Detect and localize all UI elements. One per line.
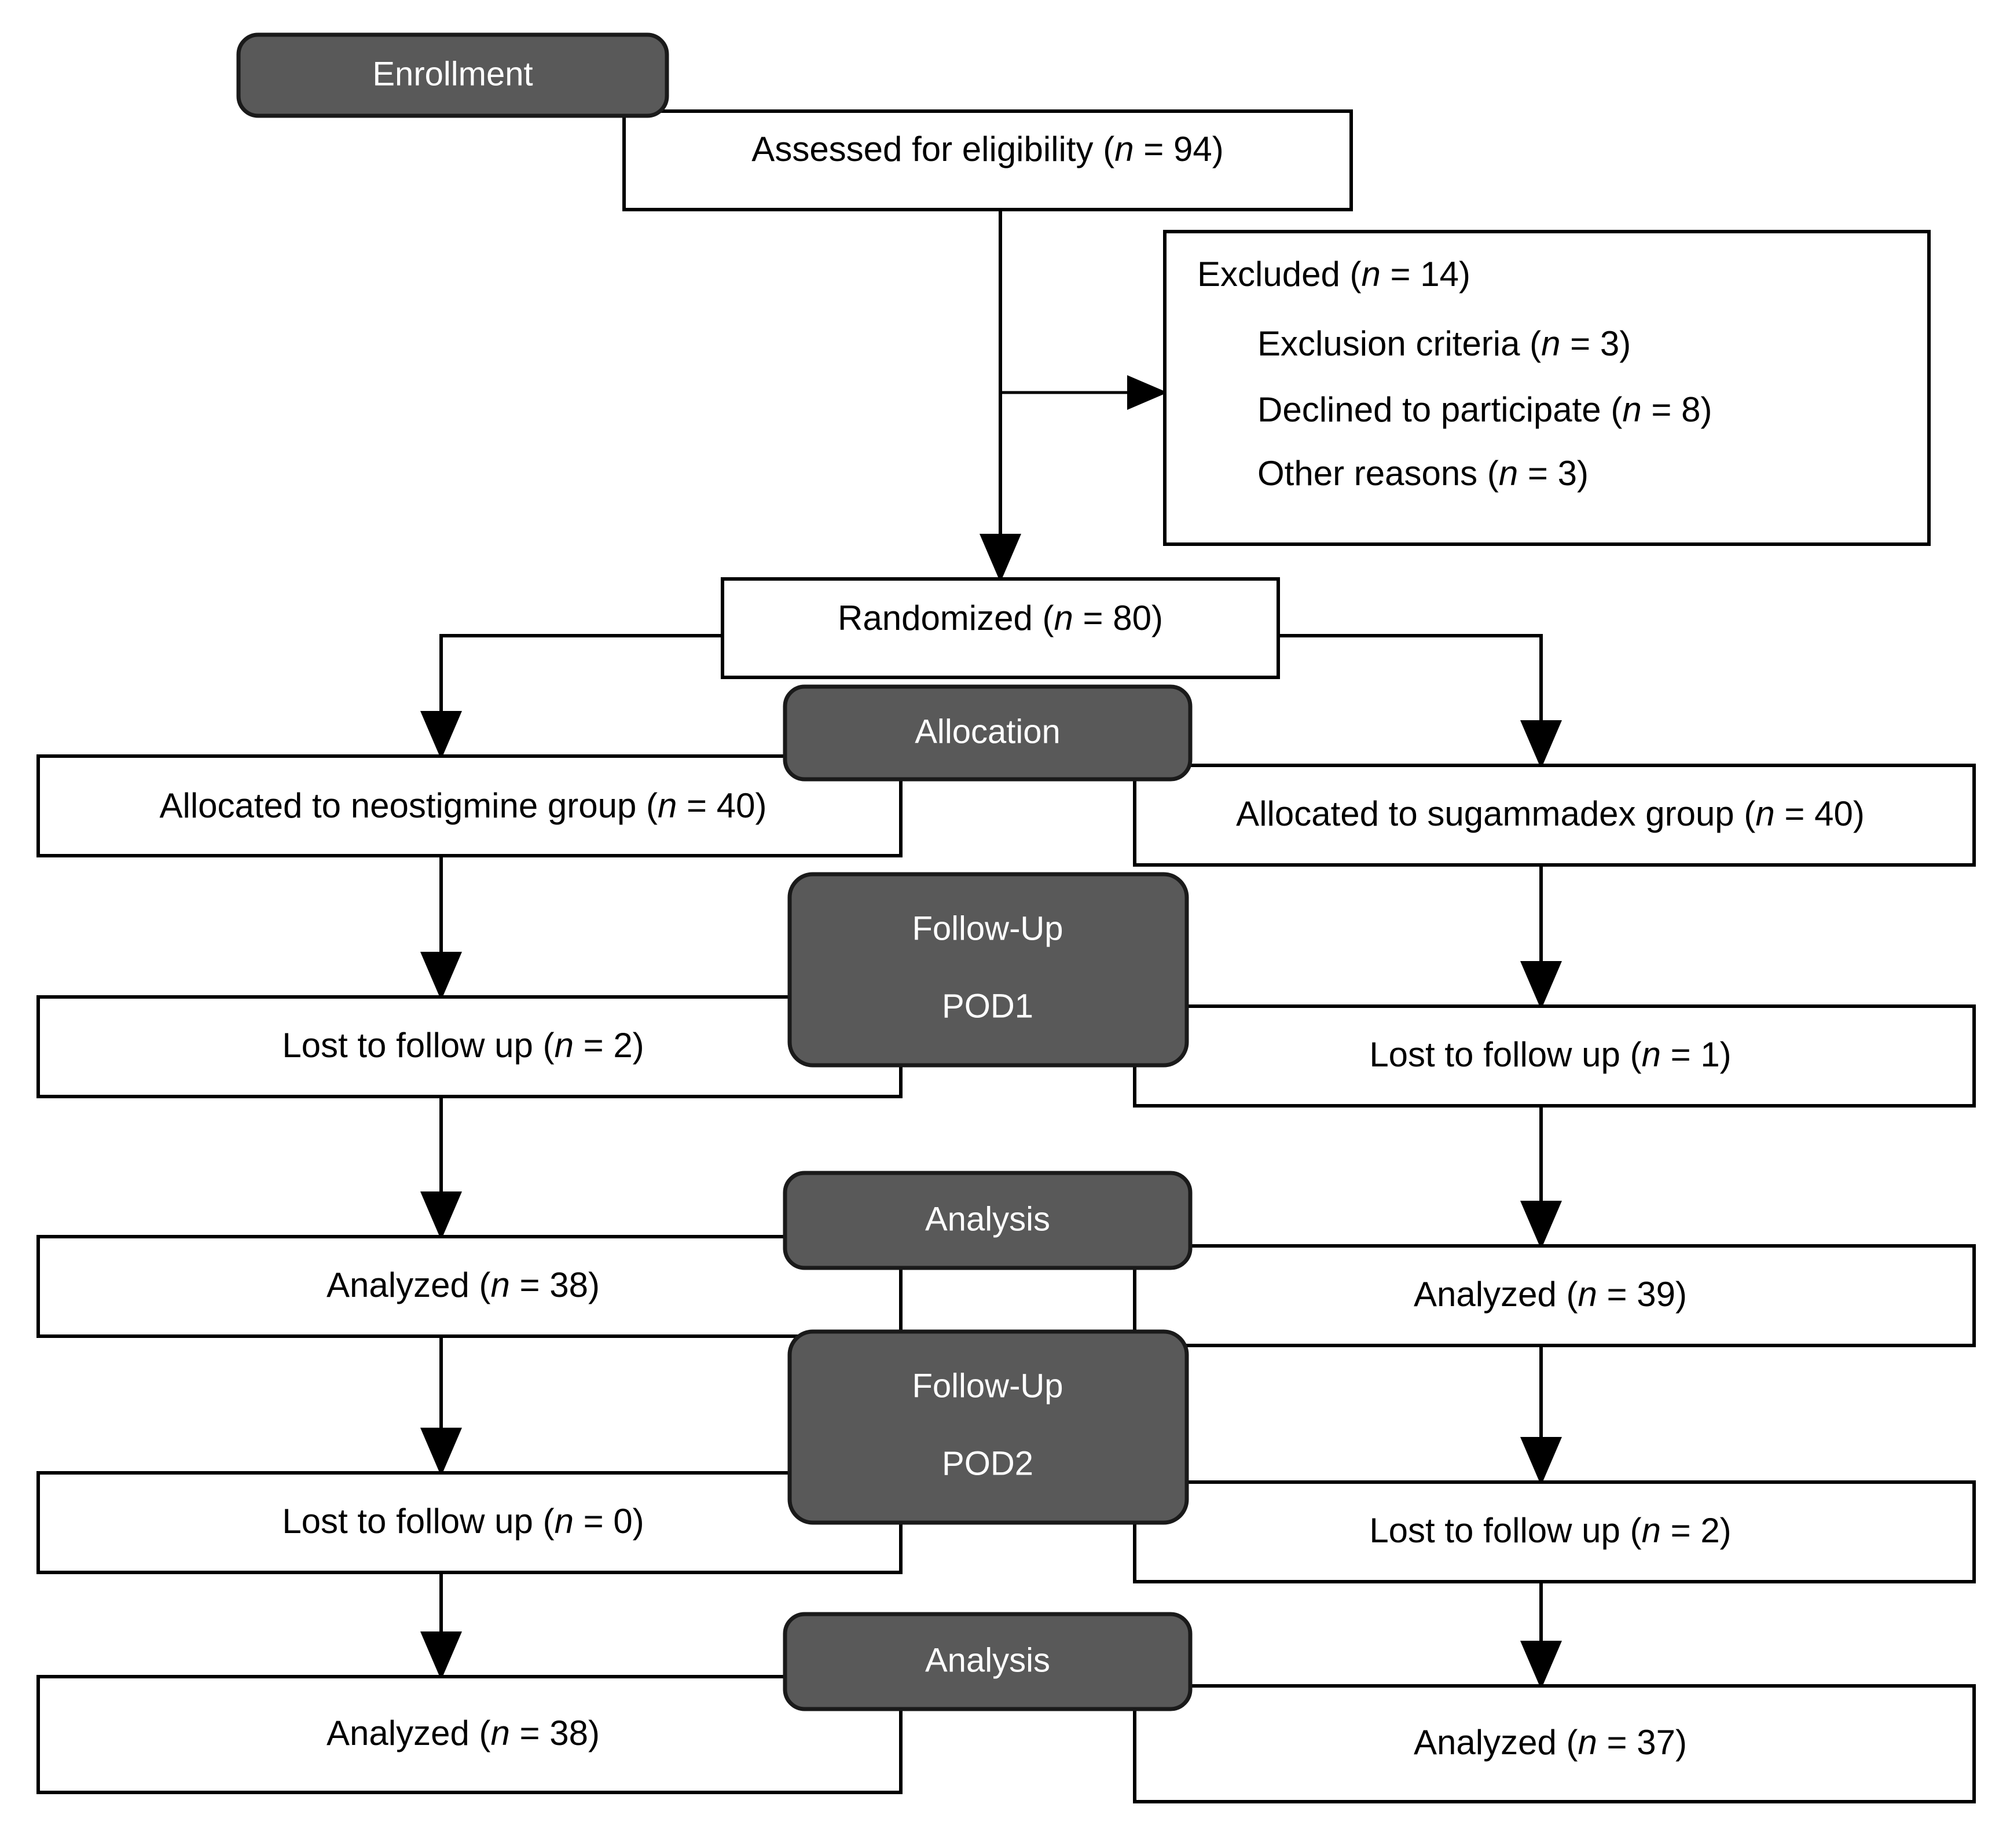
analyzed2-right-label-prefix: Analyzed ( — [1414, 1723, 1578, 1762]
node-lost-followup-pod1-sugammadex[interactable]: Lost to follow up (n = 1) — [1133, 1004, 1976, 1108]
lost1-left-label-prefix: Lost to follow up ( — [282, 1026, 554, 1065]
stage-analysis-2-label: Analysis — [925, 1641, 1050, 1679]
node-analyzed-pod1-sugammadex[interactable]: Analyzed (n = 39) — [1133, 1244, 1976, 1347]
lost1-right-n-symbol: n — [1642, 1035, 1661, 1074]
stage-analysis-1-label: Analysis — [925, 1200, 1050, 1238]
stage-enrollment-label: Enrollment — [372, 55, 533, 93]
lost1-right-label-suffix: = 1) — [1661, 1035, 1732, 1074]
randomized-n-symbol: n — [1054, 599, 1073, 637]
stage-band-followup-pod1: Follow-Up POD1 — [787, 872, 1189, 1068]
connector-randomized-to-right-arm — [1278, 634, 1562, 769]
node-lost-followup-pod1-neostigmine[interactable]: Lost to follow up (n = 2) — [36, 995, 903, 1098]
svg-text:Analyzed (n = 38): Analyzed (n = 38) — [327, 1714, 600, 1752]
analyzed1-left-label-prefix: Analyzed ( — [327, 1266, 490, 1304]
alloc-right-label-suffix: = 40) — [1775, 794, 1865, 833]
node-allocated-sugammadex[interactable]: Allocated to sugammadex group (n = 40) — [1133, 764, 1976, 867]
alloc-right-n-symbol: n — [1755, 794, 1774, 833]
stage-band-allocation: Allocation — [783, 684, 1193, 782]
svg-text:Analyzed (n = 39): Analyzed (n = 39) — [1414, 1275, 1687, 1314]
node-excluded[interactable]: Excluded (n = 14) Exclusion criteria (n … — [1163, 230, 1931, 546]
svg-text:Lost to follow up (n = 1): Lost to follow up (n = 1) — [1369, 1035, 1731, 1074]
svg-text:Assessed for eligibility (n =: Assessed for eligibility (n = 94) — [751, 130, 1223, 168]
analyzed1-right-label-suffix: = 39) — [1597, 1275, 1687, 1314]
svg-text:Allocated to neostigmine group: Allocated to neostigmine group (n = 40) — [160, 786, 767, 825]
analyzed2-left-n-symbol: n — [491, 1714, 510, 1752]
svg-text:Excluded (n = 14): Excluded (n = 14) — [1197, 255, 1470, 294]
assessed-label-suffix: = 94) — [1134, 130, 1224, 168]
node-analyzed-pod2-neostigmine[interactable]: Analyzed (n = 38) — [36, 1675, 903, 1794]
svg-text:Lost to follow up (n = 2): Lost to follow up (n = 2) — [1369, 1511, 1731, 1550]
lost2-right-label-suffix: = 2) — [1661, 1511, 1732, 1550]
svg-text:Analyzed (n = 38): Analyzed (n = 38) — [327, 1266, 600, 1304]
stage-allocation-label: Allocation — [915, 713, 1060, 750]
alloc-right-label-prefix: Allocated to sugammadex group ( — [1236, 794, 1755, 833]
analyzed1-right-n-symbol: n — [1578, 1275, 1597, 1314]
analyzed1-left-label-suffix: = 38) — [510, 1266, 600, 1304]
stage-followup-pod1-line1: Follow-Up — [912, 910, 1063, 947]
analyzed1-left-n-symbol: n — [491, 1266, 510, 1304]
stage-band-followup-pod2: Follow-Up POD2 — [787, 1329, 1189, 1525]
svg-text:Lost to follow up (n = 0): Lost to follow up (n = 0) — [282, 1502, 644, 1541]
node-allocated-neostigmine[interactable]: Allocated to neostigmine group (n = 40) — [36, 754, 903, 857]
analyzed2-right-label-suffix: = 37) — [1597, 1723, 1687, 1762]
node-lost-followup-pod2-sugammadex[interactable]: Lost to follow up (n = 2) — [1133, 1480, 1976, 1583]
excluded-n-symbol: n — [1361, 255, 1380, 294]
analyzed1-right-label-prefix: Analyzed ( — [1414, 1275, 1578, 1314]
analyzed2-left-label-prefix: Analyzed ( — [327, 1714, 490, 1752]
svg-text:Randomized (n = 80): Randomized (n = 80) — [838, 599, 1163, 637]
lost2-left-label-prefix: Lost to follow up ( — [282, 1502, 554, 1541]
svg-text:Analyzed (n = 37): Analyzed (n = 37) — [1414, 1723, 1687, 1762]
excluded-reason-2: Other reasons (n = 3) — [1257, 454, 1589, 493]
excluded-reason-1: Declined to participate (n = 8) — [1257, 390, 1712, 429]
analyzed2-right-n-symbol: n — [1578, 1723, 1597, 1762]
node-lost-followup-pod2-neostigmine[interactable]: Lost to follow up (n = 0) — [36, 1471, 903, 1574]
connector-randomized-to-left-arm — [420, 634, 722, 760]
lost1-left-n-symbol: n — [555, 1026, 574, 1065]
lost2-left-label-suffix: = 0) — [574, 1502, 644, 1541]
excluded-reason-0: Exclusion criteria (n = 3) — [1257, 324, 1631, 363]
alloc-left-n-symbol: n — [658, 786, 677, 825]
alloc-left-label-prefix: Allocated to neostigmine group ( — [160, 786, 658, 825]
stage-band-enrollment: Enrollment — [236, 32, 669, 118]
node-assessed-for-eligibility[interactable]: Assessed for eligibility (n = 94) — [622, 109, 1353, 211]
assessed-n-symbol: n — [1114, 130, 1134, 168]
lost2-right-label-prefix: Lost to follow up ( — [1369, 1511, 1641, 1550]
node-randomized[interactable]: Randomized (n = 80) — [721, 577, 1280, 679]
alloc-left-label-suffix: = 40) — [677, 786, 766, 825]
lost1-right-label-prefix: Lost to follow up ( — [1369, 1035, 1641, 1074]
stage-followup-pod1-line2: POD1 — [942, 987, 1033, 1025]
stage-followup-pod2-line2: POD2 — [942, 1444, 1033, 1482]
svg-text:Allocated to sugammadex group: Allocated to sugammadex group (n = 40) — [1236, 794, 1865, 833]
lost2-right-n-symbol: n — [1642, 1511, 1661, 1550]
stage-followup-pod2-line1: Follow-Up — [912, 1367, 1063, 1405]
excluded-heading-suffix: = 14) — [1381, 255, 1470, 294]
lost2-left-n-symbol: n — [555, 1502, 574, 1541]
excluded-heading-prefix: Excluded ( — [1197, 255, 1361, 294]
stage-band-analysis-1: Analysis — [783, 1171, 1193, 1270]
lost1-left-label-suffix: = 2) — [574, 1026, 644, 1065]
analyzed2-left-label-suffix: = 38) — [510, 1714, 600, 1752]
svg-text:Lost to follow up (n = 2): Lost to follow up (n = 2) — [282, 1026, 644, 1065]
assessed-label-prefix: Assessed for eligibility ( — [751, 130, 1114, 168]
node-analyzed-pod1-neostigmine[interactable]: Analyzed (n = 38) — [36, 1235, 903, 1338]
randomized-label-prefix: Randomized ( — [838, 599, 1054, 637]
stage-band-analysis-2: Analysis — [783, 1612, 1193, 1711]
node-analyzed-pod2-sugammadex[interactable]: Analyzed (n = 37) — [1133, 1684, 1976, 1803]
randomized-label-suffix: = 80) — [1073, 599, 1163, 637]
